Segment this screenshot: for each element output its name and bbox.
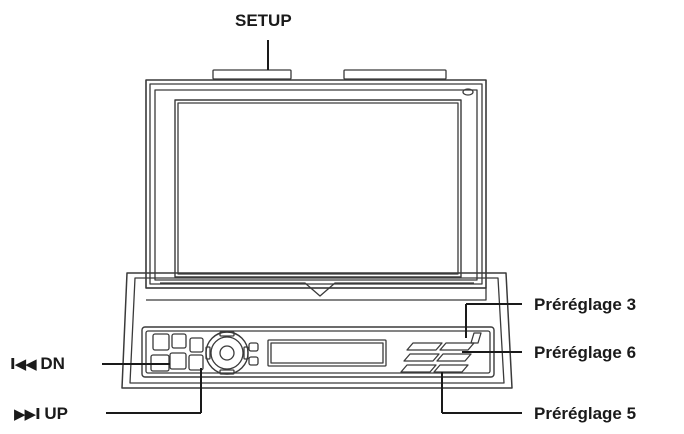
dn-text: DN — [40, 354, 65, 373]
preset6-label: Préréglage 6 — [534, 343, 637, 362]
preset5-label: Préréglage 5 — [534, 404, 637, 423]
display-screen — [174, 99, 462, 278]
monitor-body — [145, 69, 487, 297]
up-label: ▶▶I UP — [14, 405, 68, 422]
button-a — [152, 333, 170, 351]
indicator-led — [462, 88, 474, 96]
dn-label: I◀◀ DN — [10, 355, 65, 372]
faceplate-display — [267, 339, 387, 367]
up-text: UP — [44, 404, 69, 423]
rotary-knob — [205, 331, 249, 375]
preset3-label: Préréglage 3 — [534, 295, 637, 314]
prev-track-icon: I◀◀ — [10, 355, 37, 373]
next-track-icon: ▶▶I — [14, 405, 41, 423]
leader-lines — [102, 40, 522, 414]
setup-label: SETUP — [235, 11, 292, 30]
faceplate — [121, 272, 513, 389]
preset-buttons — [400, 332, 482, 373]
